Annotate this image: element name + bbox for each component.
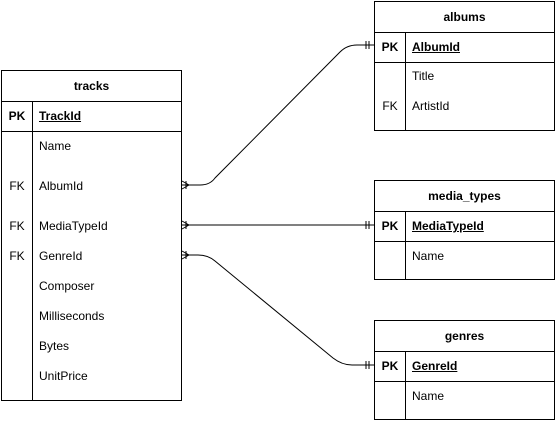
crow-foot-genreid-icon [181, 250, 190, 260]
bar-genres-icon [365, 361, 370, 369]
crow-foot-albumid-icon [181, 180, 190, 190]
field-albumid: AlbumId [412, 40, 460, 54]
field-artistid: ArtistId [412, 99, 450, 113]
field-composer: Composer [39, 279, 95, 293]
entity-albums[interactable]: albums PK AlbumId Title FK ArtistId [374, 1, 555, 131]
bar-media-types-icon [365, 221, 370, 229]
crow-foot-mediatypeid-icon [181, 220, 190, 230]
bar-albums-icon [365, 41, 370, 49]
field-albumid: AlbumId [39, 179, 84, 193]
pk-label: PK [381, 219, 399, 233]
field-milliseconds: Milliseconds [39, 309, 105, 323]
pk-label: PK [381, 359, 399, 373]
relationship-tracks-albums [182, 44, 374, 186]
field-title: Title [412, 69, 435, 83]
field-name: Name [412, 249, 445, 263]
entity-title: media_types [375, 181, 554, 212]
entity-genres[interactable]: genres PK GenreId Name [374, 320, 555, 420]
relationship-tracks-genres [182, 254, 374, 366]
pk-row: PK TrackId [2, 101, 181, 132]
pk-row: PK MediaTypeId [375, 211, 554, 242]
pk-label: PK [381, 40, 399, 54]
entity-title: genres [375, 321, 554, 352]
fk-label: FK [382, 99, 398, 113]
field-name: Name [412, 389, 445, 403]
field-mediatypeid: MediaTypeId [39, 219, 108, 233]
entity-title: tracks [2, 71, 181, 102]
entity-title: albums [375, 2, 554, 33]
field-genreid: GenreId [412, 359, 458, 373]
fk-label: FK [9, 179, 25, 193]
pk-row: PK AlbumId [375, 32, 554, 63]
field-unitprice: UnitPrice [39, 369, 88, 383]
field-name: Name [39, 139, 72, 153]
field-bytes: Bytes [39, 339, 70, 353]
field-mediatypeid: MediaTypeId [412, 219, 484, 233]
entity-media-types[interactable]: media_types PK MediaTypeId Name [374, 180, 555, 280]
fk-label: FK [9, 219, 25, 233]
pk-row: PK GenreId [375, 351, 554, 382]
pk-label: PK [8, 109, 26, 123]
entity-tracks[interactable]: tracks PK TrackId Name FK AlbumId FK Med… [1, 70, 182, 401]
field-genreid: GenreId [39, 249, 83, 263]
fk-label: FK [9, 249, 25, 263]
field-trackid: TrackId [39, 109, 82, 123]
